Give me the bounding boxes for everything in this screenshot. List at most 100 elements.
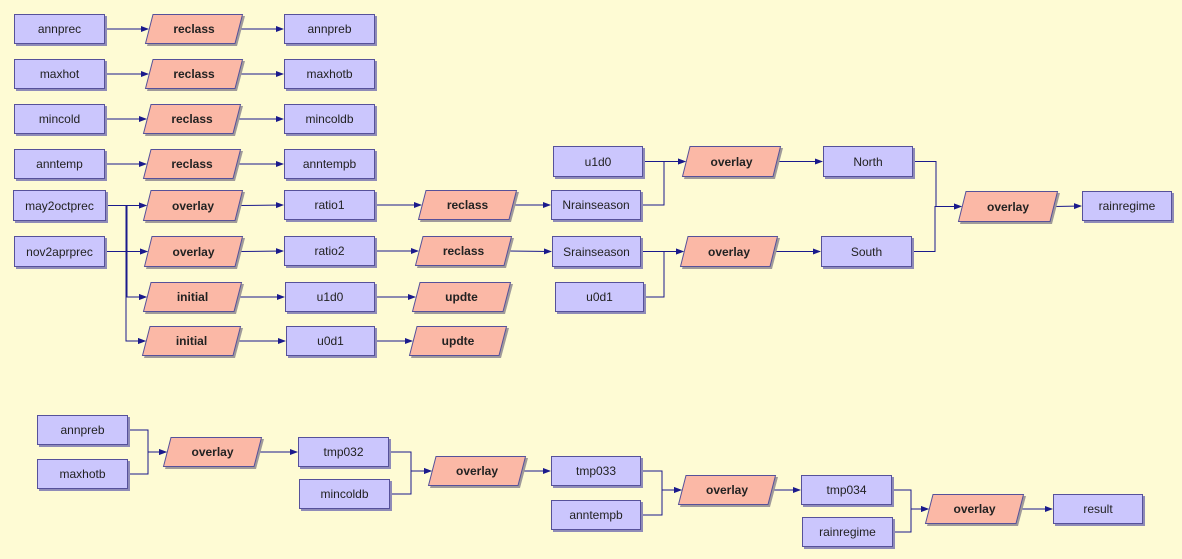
data-node-nov2aprprec[interactable]: nov2aprprec — [14, 236, 105, 267]
operation-reclass5[interactable]: reclass — [417, 190, 519, 222]
operation-overlay1[interactable]: overlay — [142, 190, 245, 223]
data-node-u1d0-mid[interactable]: u1d0 — [285, 282, 375, 312]
parallelogram-shape — [414, 236, 514, 268]
data-node-annprec[interactable]: annprec — [14, 14, 105, 44]
operation-label: overlay — [710, 154, 753, 169]
parallelogram-shape — [408, 326, 509, 358]
operation-overlay-b2[interactable]: overlay — [427, 456, 528, 488]
operation-overlay2[interactable]: overlay — [143, 236, 245, 269]
data-node-maxhotb-in[interactable]: maxhotb — [37, 459, 128, 489]
connection-arrow — [239, 248, 284, 255]
operation-reclass4[interactable]: reclass — [142, 149, 243, 181]
operation-overlay-b3[interactable]: overlay — [677, 475, 778, 507]
parallelogram-shape — [144, 59, 245, 91]
data-node-mincold[interactable]: mincold — [14, 104, 105, 134]
operation-label: overlay — [171, 198, 215, 213]
operation-label: overlay — [191, 445, 234, 459]
connection-arrow — [390, 451, 432, 474]
operation-label: initial — [175, 334, 208, 348]
parallelogram-shape — [142, 149, 243, 181]
parallelogram-shape — [677, 475, 778, 507]
parallelogram-shape — [681, 146, 783, 179]
operation-overlay-regime[interactable]: overlay — [957, 191, 1060, 224]
data-node-annpreb-out[interactable]: annpreb — [284, 14, 375, 44]
connection-arrow — [1054, 203, 1082, 210]
parallelogram-shape — [411, 282, 513, 314]
parallelogram-shape — [957, 191, 1060, 224]
connection-arrow — [129, 449, 167, 475]
operation-label: updte — [441, 334, 475, 348]
operation-label: overlay — [953, 502, 996, 516]
operation-overlay-b4[interactable]: overlay — [924, 494, 1026, 526]
operation-label: overlay — [172, 244, 215, 259]
data-node-may2octprec[interactable]: may2octprec — [13, 190, 106, 221]
data-node-maxhotb-out[interactable]: maxhotb — [284, 59, 375, 89]
data-node-tmp033[interactable]: tmp033 — [551, 456, 641, 486]
parallelogram-shape — [924, 494, 1026, 526]
data-node-ratio2[interactable]: ratio2 — [284, 236, 375, 266]
parallelogram-shape — [142, 104, 243, 136]
parallelogram-shape — [427, 456, 528, 488]
data-node-south[interactable]: South — [821, 236, 912, 267]
data-node-result[interactable]: result — [1053, 494, 1143, 524]
operation-label: overlay — [455, 464, 499, 478]
operation-label: reclass — [442, 244, 485, 258]
operation-label: reclass — [171, 112, 213, 126]
connection-arrow — [106, 251, 146, 344]
parallelogram-shape — [143, 236, 245, 269]
operation-label: reclass — [173, 67, 215, 81]
connection-arrow — [642, 470, 682, 493]
operation-reclass1[interactable]: reclass — [144, 14, 245, 46]
operation-updte1[interactable]: updte — [411, 282, 513, 314]
operation-reclass3[interactable]: reclass — [142, 104, 243, 136]
parallelogram-shape — [141, 326, 243, 358]
parallelogram-shape — [142, 282, 244, 314]
connection-arrow — [645, 248, 684, 298]
data-node-maxhot[interactable]: maxhot — [14, 59, 105, 89]
parallelogram-shape — [144, 14, 245, 46]
operation-label: overlay — [986, 199, 1030, 214]
connection-arrow — [894, 506, 929, 533]
data-node-u0d1-in[interactable]: u0d1 — [555, 282, 644, 312]
data-node-ratio1[interactable]: ratio1 — [284, 190, 375, 220]
data-node-annpreb-in[interactable]: annpreb — [37, 415, 128, 445]
data-node-u0d1-mid[interactable]: u0d1 — [286, 326, 375, 356]
operation-updte2[interactable]: updte — [408, 326, 509, 358]
connection-arrow — [642, 487, 682, 516]
data-node-mincoldb-in[interactable]: mincoldb — [299, 479, 390, 509]
operation-reclass2[interactable]: reclass — [144, 59, 245, 91]
data-node-tmp032[interactable]: tmp032 — [298, 437, 389, 467]
parallelogram-shape — [679, 236, 780, 269]
data-node-anntempb-in[interactable]: anntempb — [551, 500, 641, 530]
connection-arrow — [239, 202, 284, 209]
operation-initial2[interactable]: initial — [141, 326, 243, 358]
operation-initial1[interactable]: initial — [142, 282, 244, 314]
data-node-nrainseason[interactable]: Nrainseason — [551, 190, 641, 220]
operation-overlay-b1[interactable]: overlay — [162, 437, 264, 469]
operation-label: overlay — [705, 483, 749, 497]
data-node-anntempb-out[interactable]: anntempb — [284, 149, 375, 179]
connection-arrow — [391, 468, 432, 495]
connection-arrow — [508, 248, 552, 255]
parallelogram-shape — [142, 190, 245, 223]
connection-arrow — [642, 158, 686, 206]
data-node-rainregime-in[interactable]: rainregime — [802, 517, 893, 547]
data-node-mincoldb-out[interactable]: mincoldb — [284, 104, 375, 134]
operation-overlay-south[interactable]: overlay — [679, 236, 780, 269]
data-node-tmp034[interactable]: tmp034 — [801, 475, 892, 505]
data-node-srainseason[interactable]: Srainseason — [552, 236, 641, 267]
data-node-u1d0-in[interactable]: u1d0 — [553, 146, 643, 177]
operation-overlay-north[interactable]: overlay — [681, 146, 783, 179]
operation-label: initial — [176, 290, 209, 304]
data-node-north[interactable]: North — [823, 146, 913, 177]
data-node-anntemp[interactable]: anntemp — [14, 149, 105, 179]
data-node-rainregime-out[interactable]: rainregime — [1082, 191, 1172, 221]
operation-label: reclass — [173, 22, 215, 36]
operation-reclass6[interactable]: reclass — [414, 236, 514, 268]
connection-arrow — [913, 203, 962, 252]
parallelogram-shape — [162, 437, 264, 469]
connection-arrow — [893, 489, 929, 512]
operation-label: updte — [445, 290, 478, 304]
